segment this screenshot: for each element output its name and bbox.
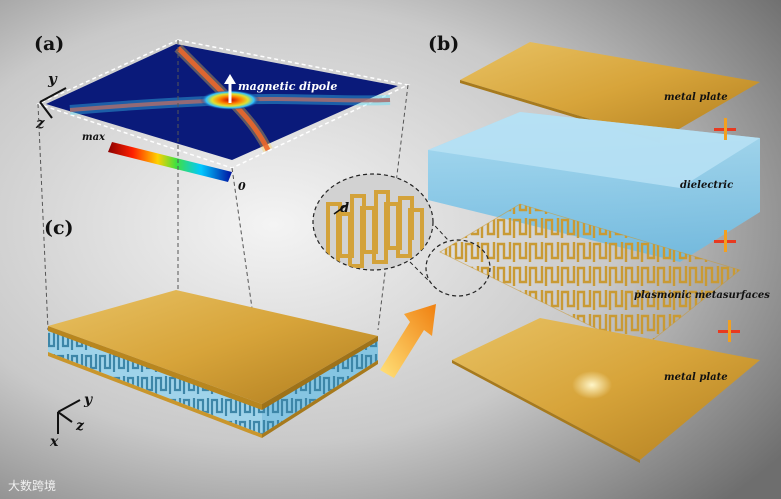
field-map-panel: magnetic dipole max 0 y z (a) (34, 33, 411, 193)
explode-arrow (380, 304, 436, 378)
metasurface-label: plasmonic metasurfaces (634, 290, 770, 301)
axis-a-z-label: z (35, 114, 45, 132)
axis-a-z (39, 101, 53, 119)
axis-c-y-label: y (83, 392, 93, 408)
device-top-plate (48, 290, 378, 404)
assembled-device: (c) y z x (44, 217, 378, 450)
top-metal-plate-label: metal plate (664, 92, 728, 103)
panel-label-b: (b) (428, 33, 459, 55)
bottom-metal-plate-label: metal plate (664, 372, 728, 383)
d-label: d (340, 201, 349, 216)
watermark: 大数跨境 (8, 478, 56, 493)
plus-sign-3 (718, 320, 740, 342)
panel-label-a: (a) (34, 33, 64, 55)
magnetic-dipole-label: magnetic dipole (238, 80, 337, 93)
axis-c-z-label: z (75, 418, 85, 434)
metasurface-layer (440, 204, 740, 350)
zoom-source-circle (425, 239, 491, 297)
top-metal-plate (460, 42, 760, 140)
d-dimension-arrow (333, 203, 349, 215)
exploded-view: (b) metal plate dielectric plasmonic met… (312, 33, 770, 463)
axis-c-x-label: x (49, 434, 59, 450)
colorbar-min-label: 0 (238, 180, 246, 193)
colorbar (108, 142, 232, 182)
axis-c-z (57, 411, 73, 423)
axis-c-y (57, 399, 81, 413)
panel-label-c: (c) (44, 217, 74, 239)
plus-sign-2 (714, 230, 736, 252)
dielectric-label: dielectric (680, 180, 733, 191)
bottom-plate-highlight (572, 371, 612, 399)
colorbar-max-label: max (82, 132, 106, 143)
plus-sign-1 (714, 118, 736, 140)
axis-a-y (39, 87, 67, 103)
axis-a-y-label: y (47, 70, 58, 88)
